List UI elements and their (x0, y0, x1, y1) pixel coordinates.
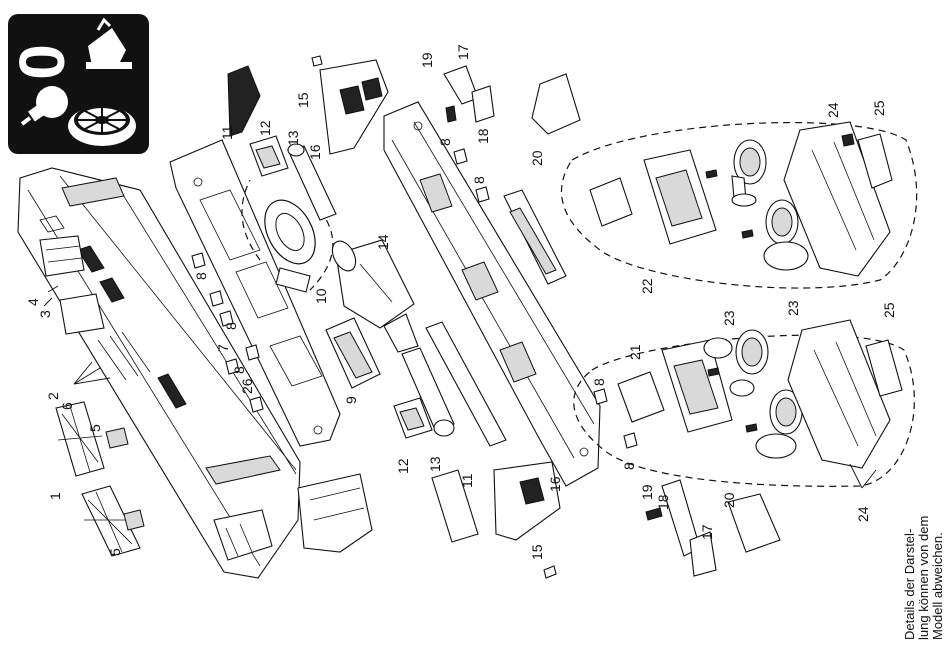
coupler-upper (444, 66, 494, 122)
screw-15-upper (312, 56, 322, 66)
callout-12-lower: 12 (395, 458, 411, 474)
decoder-board-lower (494, 462, 560, 540)
callout-13-upper: 13 (285, 130, 301, 146)
callout-11-upper: 11 (219, 125, 235, 140)
callout-16-lower: 16 (547, 476, 563, 492)
callout-21: 21 (627, 344, 643, 360)
callout-24-upper: 24 (825, 102, 841, 118)
bogie-group-lower (574, 320, 915, 486)
callout-19-lower: 19 (639, 484, 655, 500)
callout-8c: 8 (231, 366, 247, 374)
callout-7: 7 (215, 344, 231, 352)
bogie-group-upper (561, 122, 916, 288)
callout-26: 26 (239, 378, 255, 394)
bogie-frame-lower (788, 320, 890, 468)
screw-15-lower (544, 566, 556, 578)
insulator-5-lower (124, 510, 144, 530)
note-line-3: Modell abweichen. (930, 532, 945, 640)
callout-4: 4 (25, 298, 41, 306)
svg-text:0: 0 (6, 44, 78, 80)
callout-23-upper: 23 (785, 300, 801, 316)
callout-11-lower: 11 (459, 473, 475, 488)
callout-23-lower: 23 (721, 310, 737, 326)
callout-9: 9 (343, 396, 359, 404)
callout-12-upper: 12 (257, 120, 273, 136)
callout-6: 6 (59, 402, 75, 410)
callout-2: 2 (45, 392, 61, 400)
cab-interior (298, 474, 372, 552)
decoder-board-upper (320, 60, 388, 154)
insulator-5-upper (106, 428, 128, 448)
callout-5-lower: 5 (107, 548, 123, 556)
callout-10: 10 (313, 288, 329, 304)
disclaimer-note: Details der Darstel- lung können von dem… (902, 516, 945, 640)
callout-17-lower: 17 (699, 524, 715, 540)
callout-15-lower: 15 (529, 544, 545, 560)
circuit-board-9 (326, 318, 380, 388)
callout-20-upper: 20 (529, 150, 545, 166)
callout-8d: 8 (437, 138, 453, 146)
screw-26 (250, 397, 263, 412)
pantograph-2 (56, 402, 104, 476)
callout-3: 3 (37, 310, 53, 318)
callout-8f: 8 (591, 378, 607, 386)
function-zero-digit: 0 (6, 44, 78, 80)
note-line-2: lung können von dem (916, 516, 931, 640)
callout-5-upper: 5 (87, 424, 103, 432)
callout-1: 1 (47, 492, 63, 500)
callout-8g: 8 (621, 462, 637, 470)
wheel-set-upper-1 (732, 140, 766, 206)
callout-20-lower: 20 (721, 492, 737, 508)
note-line-1: Details der Darstel- (902, 529, 917, 640)
callout-25-upper: 25 (871, 100, 887, 116)
callout-25-lower: 25 (881, 302, 897, 318)
callout-19-upper: 19 (419, 52, 435, 68)
callout-24-lower: 24 (855, 506, 871, 522)
callout-8b: 8 (223, 322, 239, 330)
feature-icon-box: 0 (6, 14, 149, 154)
callout-15-upper: 15 (295, 92, 311, 108)
wheel-set-lower-2 (756, 390, 802, 458)
callout-22: 22 (639, 278, 655, 294)
callout-17-upper: 17 (455, 44, 471, 60)
cover-20-upper (532, 74, 580, 134)
callout-8a: 8 (193, 272, 209, 280)
callout-18-lower: 18 (655, 494, 671, 510)
callout-8e: 8 (471, 176, 487, 184)
callout-18-upper: 18 (475, 128, 491, 144)
callout-16-upper: 16 (307, 144, 323, 160)
gear-housing-upper (250, 136, 288, 176)
callout-14: 14 (375, 234, 391, 250)
callout-13-lower: 13 (427, 456, 443, 472)
